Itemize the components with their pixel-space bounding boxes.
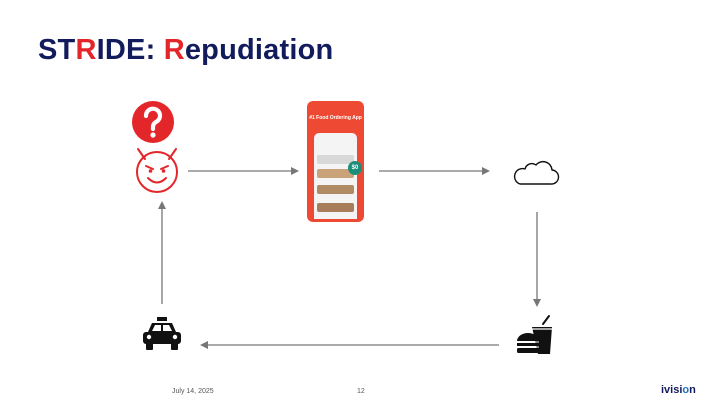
slide-title: STRIDE: Repudiation [38,34,333,67]
ivision-logo: ivision [661,384,696,396]
phone-row [317,203,354,212]
phone-headline: #1 Food Ordering App [309,115,362,121]
food-icon [517,315,552,354]
taxi-icon [143,317,181,350]
arrow-cloud-to-food [533,212,541,307]
arrow-food-to-taxi [200,341,499,349]
arrow-app-to-cloud [379,167,490,175]
arrow-taxi-to-devil [158,201,166,304]
title-part-3: IDE: [96,34,164,66]
title-highlight-r1: R [75,34,97,66]
title-part-5: epudiation [184,34,334,66]
logo-o: o [682,384,690,396]
question-icon [132,101,174,143]
logo-prefix: ivisi [661,384,683,396]
devil-icon [136,148,178,193]
title-part-1: ST [38,34,76,66]
footer-date: July 14, 2025 [172,388,214,395]
phone-badge: $0 [348,161,362,175]
cloud-icon [513,160,560,185]
arrow-devil-to-app [188,167,299,175]
phone-row [317,185,354,194]
phone-row [317,155,354,164]
logo-suffix: n [689,384,696,396]
phone-row [317,169,354,178]
title-highlight-r2: R [163,34,185,66]
page-number: 12 [357,388,365,395]
phone-screen [314,133,357,219]
phone-app-image: #1 Food Ordering App $0 [307,101,364,222]
